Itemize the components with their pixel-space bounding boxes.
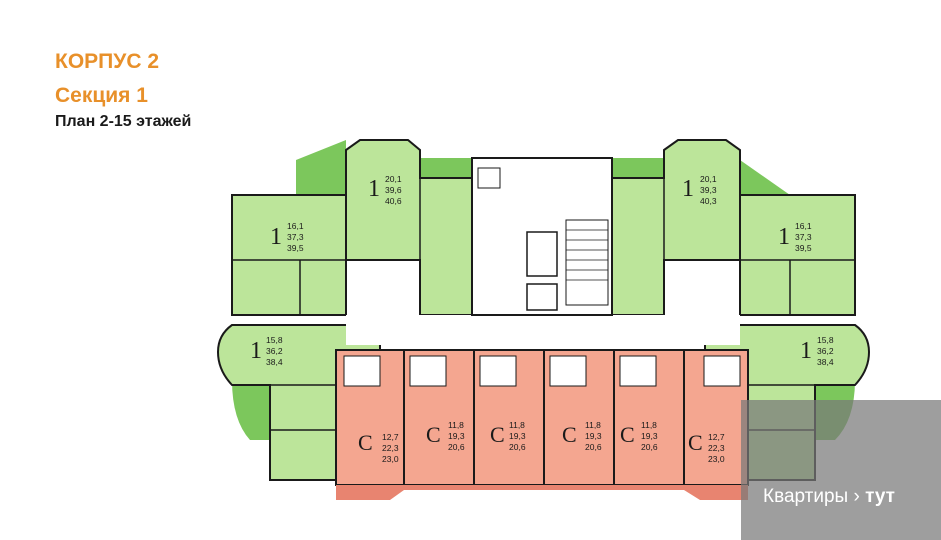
apt-type: 1	[270, 224, 282, 250]
apt-area-total-no-balcony: 36,2	[266, 346, 283, 356]
apt-area-total: 23,0	[708, 454, 725, 464]
apt-area-living: 20,1	[385, 174, 402, 184]
apt-area-total-no-balcony: 37,3	[287, 232, 304, 242]
floors-subtitle: План 2-15 этажей	[55, 113, 192, 130]
apt-mid-right	[739, 194, 856, 316]
watermark-part1: Квартиры	[763, 486, 849, 507]
elevator-1	[526, 231, 558, 277]
balcony-right-top	[740, 160, 790, 195]
apt-area-total: 20,6	[641, 442, 658, 452]
apt-area-living: 11,8	[509, 420, 525, 430]
elevator-2	[526, 283, 558, 311]
apt-type: С	[490, 422, 505, 447]
apt-area-total-no-balcony: 19,3	[585, 431, 602, 441]
apt-type: 1	[368, 176, 380, 202]
apt-area-total: 38,4	[817, 357, 834, 367]
apt-type: 1	[682, 176, 694, 202]
apt-area-total: 38,4	[266, 357, 283, 367]
apt-area-total: 40,6	[385, 196, 402, 206]
apt-area-total: 20,6	[448, 442, 465, 452]
apt-type: 1	[800, 338, 812, 364]
apt-type: С	[562, 422, 577, 447]
apt-area-total-no-balcony: 39,6	[385, 185, 402, 195]
apt-area-living: 20,1	[700, 174, 717, 184]
apt-area-total: 23,0	[382, 454, 399, 464]
watermark-part2: тут	[865, 486, 895, 507]
apt-area-total-no-balcony: 36,2	[817, 346, 834, 356]
apt-type: С	[688, 430, 703, 455]
building-title: КОРПУС 2	[55, 50, 159, 73]
apt-low-left	[216, 324, 381, 481]
apt-type: С	[358, 430, 373, 455]
apt-area-living: 15,8	[266, 335, 283, 345]
apt-area-total-no-balcony: 19,3	[448, 431, 465, 441]
corridor	[346, 315, 740, 345]
apt-type: С	[426, 422, 441, 447]
apt-area-total-no-balcony: 22,3	[382, 443, 399, 453]
watermark-chevron-icon: ›	[848, 486, 866, 507]
balcony-top-left-small	[420, 158, 472, 178]
apt-area-living: 12,7	[382, 432, 399, 442]
apt-area-living: 11,8	[585, 420, 601, 430]
balcony-left-lower	[232, 380, 270, 440]
apt-area-living: 12,7	[708, 432, 725, 442]
studio-apartments	[335, 349, 749, 486]
balcony-left-top	[296, 140, 346, 195]
core	[346, 157, 740, 345]
studio-balcony-strip	[336, 485, 748, 500]
apartment-labels: 1 20,1 39,6 40,6 1 20,1 39,3 40,3 1 16,1…	[250, 174, 834, 464]
section-title: Секция 1	[55, 84, 148, 107]
wheelchair-sign	[477, 167, 501, 189]
balcony-top-right-small	[612, 158, 664, 178]
apt-area-living: 11,8	[448, 420, 464, 430]
apt-area-total: 20,6	[585, 442, 602, 452]
apt-area-total: 39,5	[287, 243, 304, 253]
apt-area-total: 39,5	[795, 243, 812, 253]
apt-area-total-no-balcony: 39,3	[700, 185, 717, 195]
apt-area-total-no-balcony: 19,3	[641, 431, 658, 441]
apt-area-total: 20,6	[509, 442, 526, 452]
studio-bathrooms	[343, 355, 741, 387]
apt-area-total-no-balcony: 22,3	[708, 443, 725, 453]
apt-area-total: 40,3	[700, 196, 717, 206]
apt-area-total-no-balcony: 37,3	[795, 232, 812, 242]
apt-mid-left	[231, 194, 347, 316]
apt-type: 1	[778, 224, 790, 250]
stairs	[565, 219, 609, 306]
apt-area-living: 15,8	[817, 335, 834, 345]
apt-area-living: 11,8	[641, 420, 657, 430]
watermark: Квартиры › тут	[741, 400, 941, 540]
apt-area-living: 16,1	[287, 221, 304, 231]
apt-type: С	[620, 422, 635, 447]
apt-area-total-no-balcony: 19,3	[509, 431, 526, 441]
apt-area-living: 16,1	[795, 221, 812, 231]
apt-type: 1	[250, 338, 262, 364]
